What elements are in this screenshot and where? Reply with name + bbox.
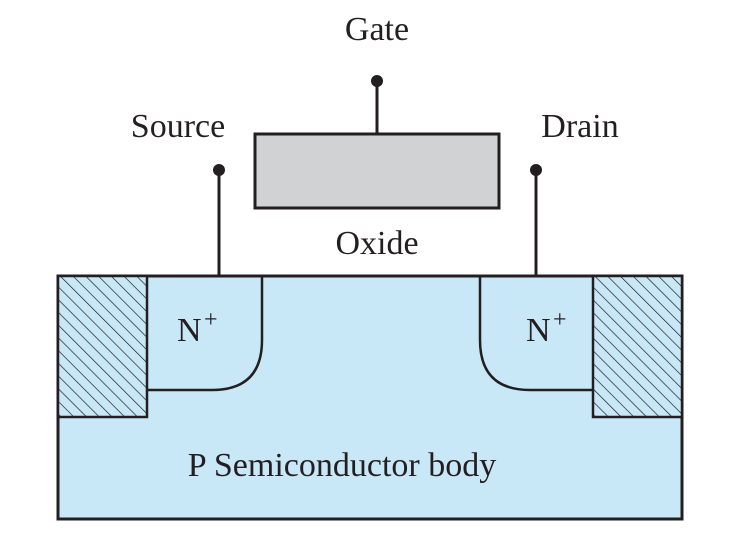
drain-n-letter: N (526, 312, 551, 349)
oxide-label: Oxide (335, 225, 418, 262)
right-isolation-region (591, 274, 684, 419)
p-semiconductor-body (56, 274, 684, 521)
body-label: P Semiconductor body (188, 447, 497, 484)
gate-terminal-dot (371, 75, 383, 87)
drain-n-plus-region (478, 276, 593, 392)
gate-block (253, 132, 501, 210)
drain-plus-superscript: + (553, 307, 567, 333)
gate-label: Gate (345, 11, 409, 48)
source-n-plus-label: N + (177, 307, 218, 349)
source-label: Source (131, 108, 225, 145)
source-n-letter: N (177, 312, 202, 349)
drain-label: Drain (541, 108, 618, 145)
left-isolation-region (56, 274, 149, 419)
source-plus-superscript: + (204, 307, 218, 333)
source-n-plus-region (147, 276, 264, 392)
source-terminal-dot (213, 164, 225, 176)
drain-n-plus-label: N + (526, 307, 567, 349)
drain-terminal-dot (530, 164, 542, 176)
